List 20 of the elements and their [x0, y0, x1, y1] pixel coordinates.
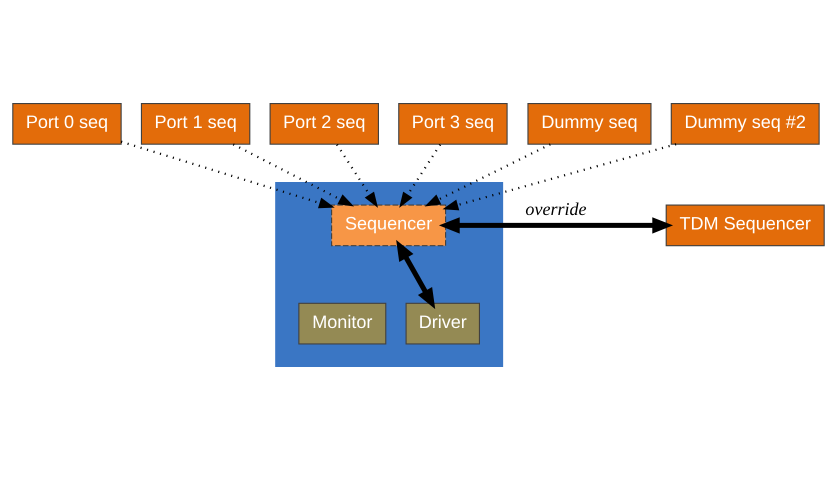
node-box: Port 1 seq	[140, 102, 250, 144]
arrow	[396, 239, 436, 309]
cluster	[275, 181, 504, 367]
node-box: Dummy seq #2	[670, 102, 820, 144]
arrow	[442, 142, 676, 210]
arrow	[399, 143, 442, 208]
node-box: Port 0 seq	[12, 102, 122, 144]
node-box: Driver	[406, 302, 480, 344]
node-box: TDM Sequencer	[666, 204, 825, 246]
node-box: Monitor	[298, 302, 386, 344]
edge-label: override	[525, 198, 587, 219]
arrow	[336, 143, 378, 208]
node-box: Sequencer	[331, 204, 446, 246]
node-box: Port 3 seq	[398, 102, 508, 144]
arrow	[120, 140, 335, 208]
node-box: Dummy seq	[527, 102, 652, 144]
arrow	[424, 142, 551, 206]
node-box: Port 2 seq	[270, 102, 379, 144]
arrow	[438, 216, 674, 234]
arrow	[232, 142, 354, 206]
